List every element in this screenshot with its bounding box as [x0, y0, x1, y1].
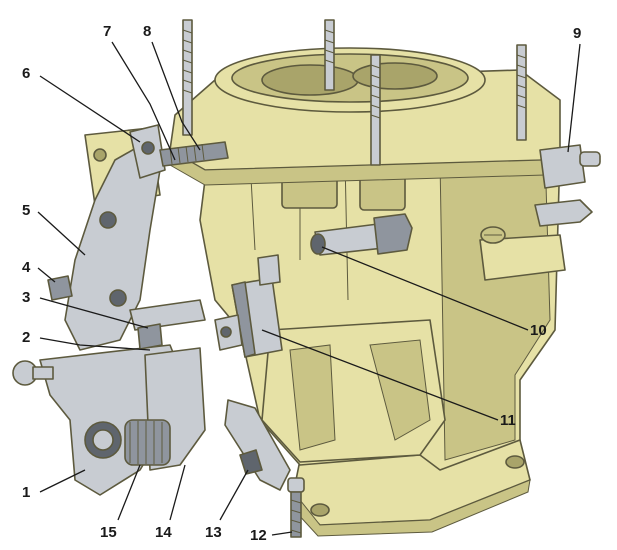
callout-label-6: 6: [22, 65, 30, 82]
callout-label-10: 10: [530, 322, 547, 339]
callout-leader-6: [39, 75, 141, 143]
callout-leader-3: [39, 297, 149, 329]
callout-label-2: 2: [22, 329, 30, 346]
callout-leader-8: [151, 41, 201, 151]
callout-leader-7: [111, 41, 176, 161]
callout-label-5: 5: [22, 202, 30, 219]
callout-leader-15: [117, 464, 141, 521]
callout-label-7: 7: [103, 23, 111, 40]
callout-label-3: 3: [22, 289, 30, 306]
callout-leader-13: [219, 469, 249, 521]
callout-label-13: 13: [205, 524, 222, 541]
callout-leader-9: [567, 43, 581, 153]
callout-label-9: 9: [573, 25, 581, 42]
callout-leader-1: [39, 469, 86, 493]
throttle-linkage: [12, 124, 305, 538]
callout-label-1: 1: [22, 484, 30, 501]
callout-label-8: 8: [143, 23, 151, 40]
callout-leader-5: [37, 211, 86, 256]
idle-jet-screw: [310, 213, 413, 256]
callout-leader-11: [261, 329, 499, 421]
callout-label-4: 4: [22, 259, 31, 276]
callout-leader-2: [39, 337, 151, 351]
callout-leader-10: [321, 246, 529, 331]
callout-label-15: 15: [100, 524, 117, 541]
callout-label-11: 11: [500, 412, 516, 429]
fuel-inlet-fitting: [534, 144, 601, 227]
top-cover: [169, 47, 561, 186]
callout-leader-4: [37, 267, 56, 283]
mounting-studs: [182, 19, 527, 166]
solenoid-valve: [214, 254, 283, 358]
callout-label-14: 14: [155, 524, 172, 541]
callout-label-12: 12: [250, 527, 267, 544]
callout-leader-12: [271, 531, 293, 536]
callout-leader-14: [169, 464, 186, 521]
